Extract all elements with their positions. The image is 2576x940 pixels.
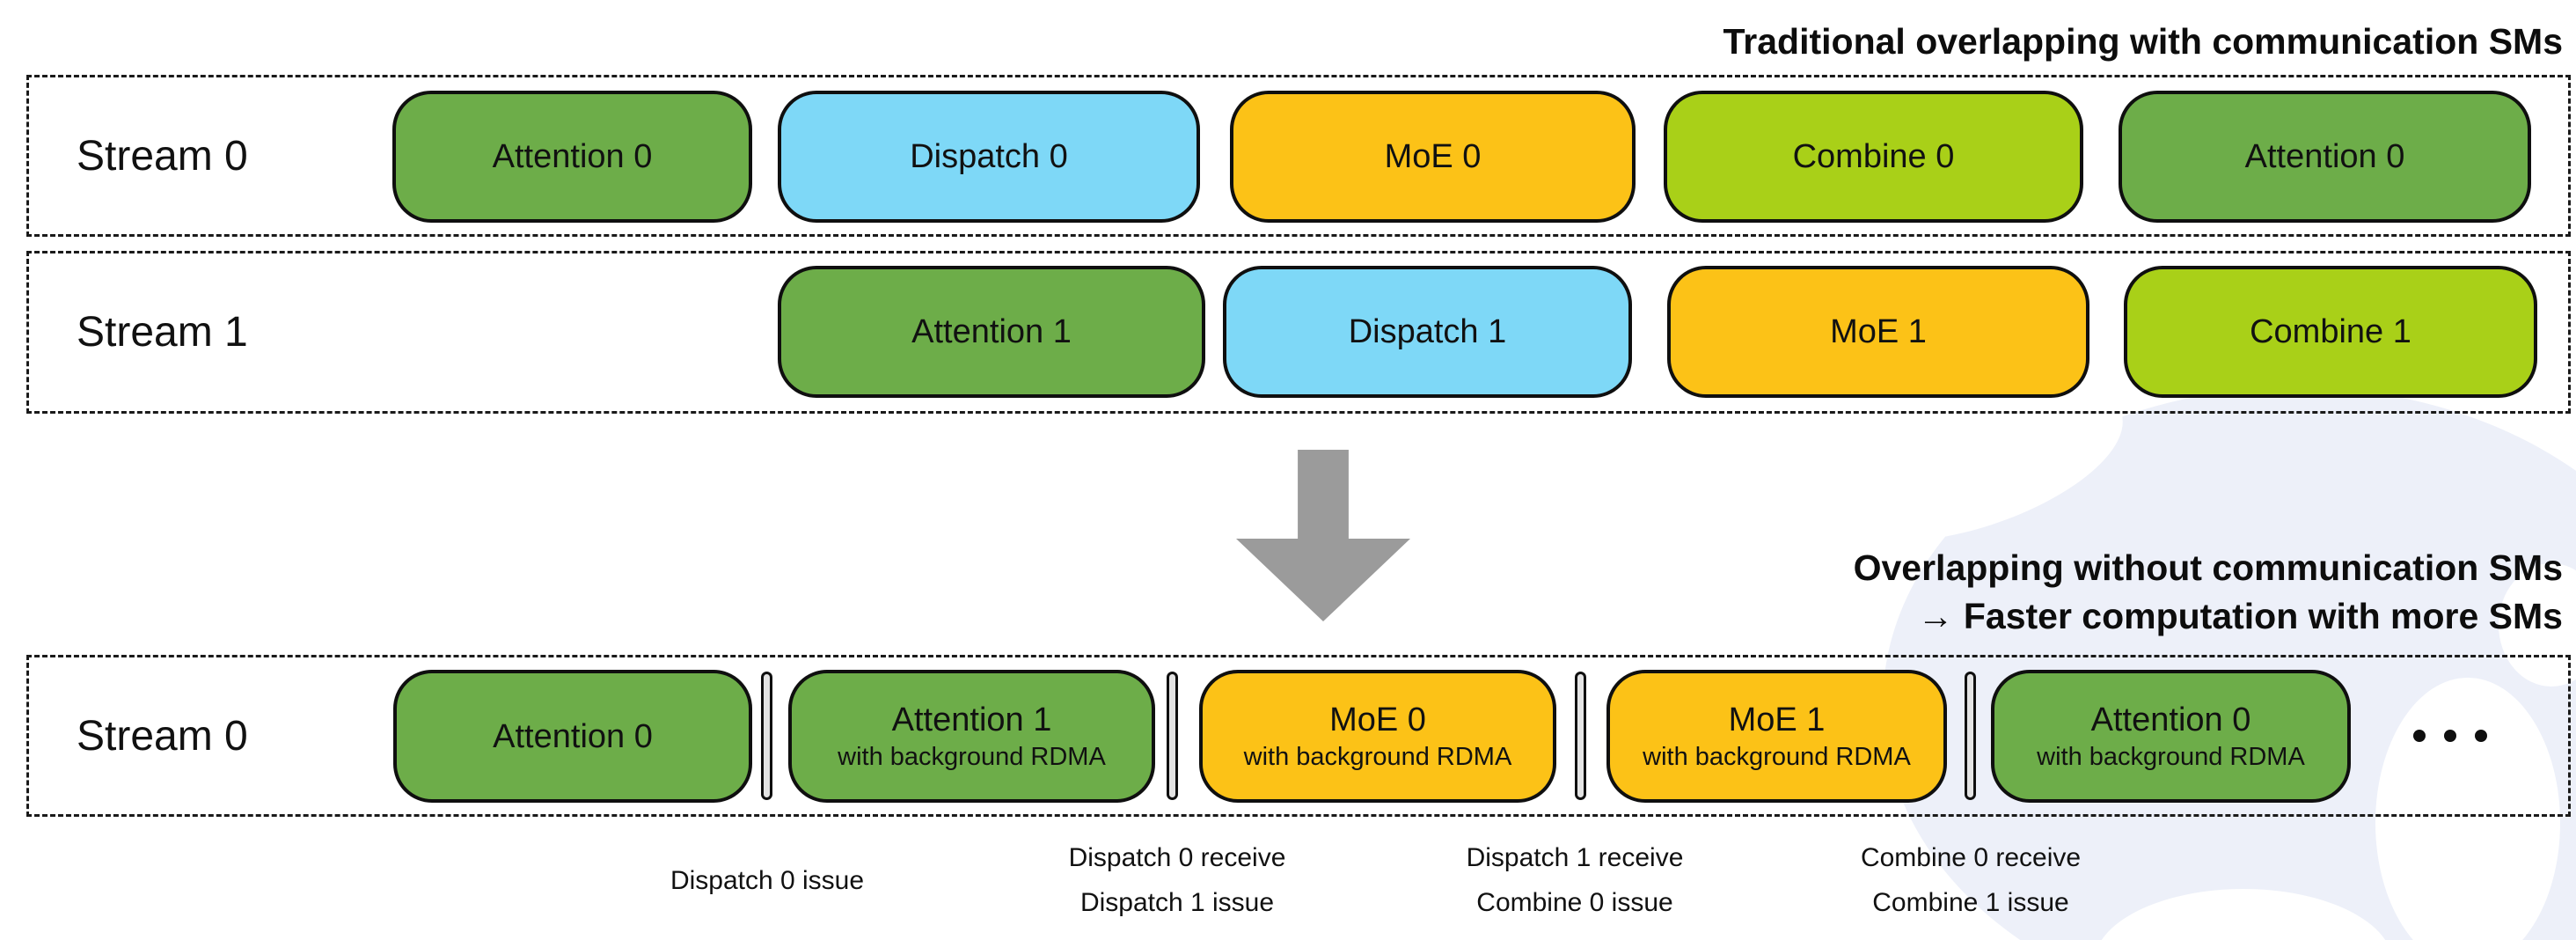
stream-separator — [761, 672, 772, 800]
stream0-top-label: Stream 0 — [77, 132, 248, 180]
stream-separator — [1965, 672, 1976, 800]
block-moe-0: MoE 0 with background RDMA — [1199, 670, 1556, 803]
block-sublabel: with background RDMA — [838, 743, 1106, 771]
ellipsis-dot — [2475, 730, 2487, 742]
annotation-line: Combine 1 issue — [1872, 888, 2069, 917]
block-label: MoE 1 — [1728, 701, 1826, 738]
block-label: MoE 0 — [1329, 701, 1426, 738]
down-arrow-icon — [1236, 450, 1410, 621]
annotation-line: Dispatch 1 issue — [1079, 888, 1275, 917]
block-combine-1: Combine 1 — [2124, 266, 2537, 398]
title-overlapping-line2: → Faster computation with more SMs — [1917, 596, 2563, 636]
block-attention-1: Attention 1 — [778, 266, 1205, 398]
title-overlapping-line1: Overlapping without communication SMs — [1853, 547, 2563, 588]
watermark-hole — [2499, 563, 2576, 687]
ellipsis-dot — [2444, 730, 2456, 742]
block-label: Attention 0 — [2090, 701, 2251, 738]
block-attention-0: Attention 0 — [2119, 91, 2531, 223]
block-label: Combine 0 — [1792, 138, 1955, 175]
block-moe-1: MoE 1 with background RDMA — [1606, 670, 1947, 803]
annotation-line: Combine 0 issue — [1476, 888, 1673, 917]
block-sublabel: with background RDMA — [1643, 743, 1911, 771]
block-label: Attention 0 — [493, 717, 653, 755]
block-moe-1: MoE 1 — [1667, 266, 2089, 398]
block-dispatch-1: Dispatch 1 — [1223, 266, 1632, 398]
block-attention-1: Attention 1 with background RDMA — [788, 670, 1155, 803]
block-attention-0: Attention 0 with background RDMA — [1991, 670, 2351, 803]
ellipsis-dot — [2413, 730, 2426, 742]
block-label: Combine 1 — [2250, 313, 2411, 350]
stream1-box: Stream 1 — [26, 251, 2571, 414]
block-dispatch-0: Dispatch 0 — [778, 91, 1200, 223]
stream1-label: Stream 1 — [77, 309, 248, 356]
annotation-line: Combine 0 receive — [1860, 843, 2082, 872]
stream0-bottom-box: Stream 0 — [26, 655, 2571, 817]
stream-separator — [1167, 672, 1178, 800]
stream0-top-box: Stream 0 — [26, 75, 2571, 237]
annotation-line: Dispatch 0 issue — [670, 866, 865, 895]
block-sublabel: with background RDMA — [1243, 743, 1512, 771]
title-overlapping-without: Overlapping without communication SMs → … — [1854, 544, 2563, 641]
block-label: Dispatch 1 — [1348, 313, 1507, 350]
block-combine-0: Combine 0 — [1664, 91, 2083, 223]
block-attention-0: Attention 0 — [393, 670, 752, 803]
block-label: Attention 0 — [2244, 138, 2405, 175]
block-label: MoE 0 — [1384, 138, 1482, 175]
annotation-line: Dispatch 0 receive — [1068, 843, 1286, 872]
block-sublabel: with background RDMA — [2037, 743, 2305, 771]
block-label: Attention 1 — [911, 313, 1072, 350]
block-label: MoE 1 — [1830, 313, 1927, 350]
stream-separator — [1575, 672, 1586, 800]
annotation-dispatch-0-issue: Dispatch 0 issue — [670, 858, 864, 903]
ellipsis-icon — [2413, 730, 2487, 742]
title-traditional-overlapping: Traditional overlapping with communicati… — [1723, 21, 2564, 62]
block-attention-0: Attention 0 — [392, 91, 752, 223]
block-moe-0: MoE 0 — [1230, 91, 1636, 223]
block-label: Dispatch 0 — [910, 138, 1068, 175]
annotation-line: Dispatch 1 receive — [1466, 843, 1684, 872]
stream0-bottom-label: Stream 0 — [77, 712, 248, 760]
block-label: Attention 0 — [492, 138, 653, 175]
block-label: Attention 1 — [891, 701, 1052, 738]
watermark-hole — [2375, 678, 2560, 940]
